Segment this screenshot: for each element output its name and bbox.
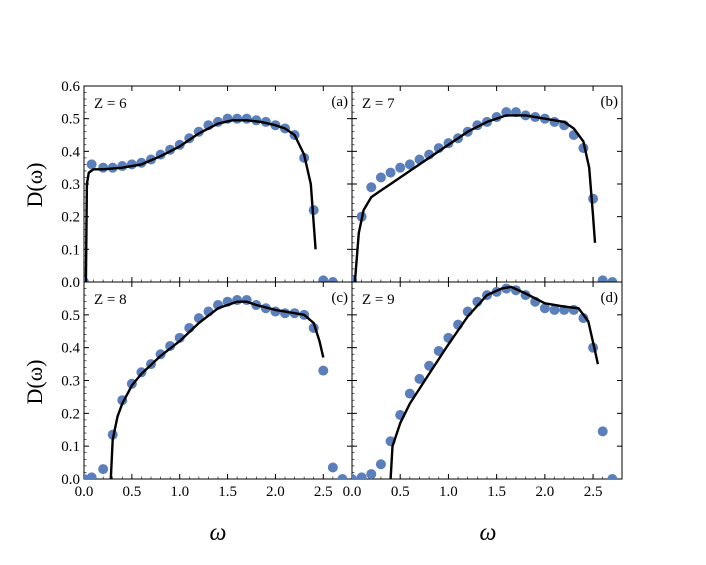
panel-a: 0.0 0.1 0.2 0.3 0.4 0.5 0.6 Z = 6 (a): [61, 79, 353, 291]
x-axis-label-left: ω: [210, 520, 227, 546]
x-tick-label: 2.5: [584, 484, 603, 500]
data-point: [578, 313, 589, 324]
data-point: [327, 462, 338, 473]
x-tick-label: 1.0: [439, 484, 458, 500]
data-point: [98, 464, 109, 475]
y-tick-label: 0.3: [61, 177, 80, 193]
panel-tag: (a): [331, 94, 348, 110]
data-point: [337, 474, 348, 479]
x-tick-label: 1.5: [218, 484, 237, 500]
panel-tag: (d): [601, 290, 619, 306]
data-point: [232, 113, 243, 124]
data-point: [318, 365, 329, 376]
data-point: [385, 167, 396, 178]
data-point: [539, 303, 550, 314]
panel-c: 0.0 0.1 0.2 0.3 0.4 0.5 0.0 0.5 1.0 1.5 2.0 2.5 Z = …: [61, 281, 353, 500]
z-label: Z = 6: [94, 96, 127, 112]
data-point: [241, 113, 252, 124]
data-point: [607, 277, 618, 282]
data-point: [366, 469, 377, 479]
y-tick-label: 0.2: [61, 210, 80, 226]
x-tick-label: 0.0: [343, 484, 362, 500]
x-tick-label: 0.0: [75, 484, 94, 500]
y-axis-label-top: D(ω): [22, 162, 47, 207]
y-tick-label: 0.6: [61, 79, 80, 95]
x-tick-label: 1.0: [170, 484, 189, 500]
x-tick-label: 1.5: [487, 484, 506, 500]
y-tick-label: 0.1: [61, 242, 80, 258]
data-point: [98, 162, 109, 173]
fit-curve: [84, 119, 317, 282]
data-point: [404, 159, 415, 170]
data-point: [86, 159, 97, 170]
panel-frame-c: [83, 281, 353, 480]
z-label: Z = 8: [94, 292, 127, 308]
data-point: [597, 275, 608, 282]
data-point: [352, 474, 357, 479]
data-points-c: [84, 295, 348, 479]
fit-curve: [109, 300, 325, 479]
x-tick-label: 0.5: [122, 484, 141, 500]
y-tick-label: 0.1: [61, 439, 80, 455]
data-point: [366, 182, 377, 193]
x-tick-label: 2.5: [314, 484, 333, 500]
data-point: [607, 474, 618, 479]
data-point: [86, 472, 97, 479]
panel-b: Z = 7 (b): [351, 85, 623, 283]
panel-tag: (c): [331, 290, 348, 306]
data-point: [375, 172, 386, 183]
x-tick-label: 2.0: [535, 484, 554, 500]
y-tick-label: 0.4: [61, 341, 80, 357]
data-point: [549, 304, 560, 315]
data-point: [395, 162, 406, 173]
fit-curve: [353, 114, 597, 282]
data-point: [597, 426, 608, 437]
panel-tag: (b): [601, 94, 619, 110]
y-tick-label: 0.4: [61, 144, 80, 160]
data-point: [318, 275, 329, 282]
data-points-b: [352, 107, 618, 282]
fit-curve: [389, 285, 600, 479]
data-point: [414, 373, 425, 384]
y-tick-label: 0.0: [61, 275, 80, 291]
x-tick-label: 0.5: [391, 484, 410, 500]
y-tick-label: 0.3: [61, 374, 80, 390]
panel-d: 0.0 0.5 1.0 1.5 2.0 2.5 Z = 9 (d): [343, 281, 623, 500]
data-point: [356, 472, 367, 479]
y-tick-label: 0.2: [61, 406, 80, 422]
x-axis-label-right: ω: [480, 520, 497, 546]
data-point: [327, 277, 338, 282]
y-tick-label: 0.0: [61, 472, 80, 488]
data-point: [404, 388, 415, 399]
data-points-d: [352, 283, 618, 479]
y-axis-label-bottom: D(ω): [22, 359, 47, 404]
data-points-a: [84, 113, 338, 282]
z-label: Z = 9: [362, 292, 395, 308]
panels-group: 0.0 0.1 0.2 0.3 0.4 0.5 0.6 Z = 6 (a) Z = 7 (b) 0.0…: [61, 79, 623, 500]
y-tick-label: 0.5: [61, 308, 80, 324]
y-tick-label: 0.5: [61, 112, 80, 128]
x-tick-label: 2.0: [266, 484, 285, 500]
data-point: [165, 341, 176, 352]
data-point: [375, 459, 386, 470]
z-label: Z = 7: [362, 96, 395, 112]
